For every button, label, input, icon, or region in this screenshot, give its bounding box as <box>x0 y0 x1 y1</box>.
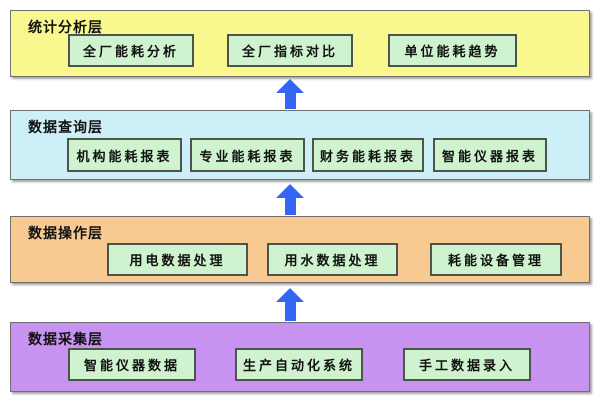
layer-data-collection: 数据采集层 智能仪器数据 生产自动化系统 手工数据录入 <box>10 322 590 392</box>
module-finance-energy-report: 财务能耗报表 <box>312 138 424 172</box>
module-label: 手工数据录入 <box>418 359 515 374</box>
module-org-energy-report: 机构能耗报表 <box>67 138 182 172</box>
module-label: 财务能耗报表 <box>319 149 416 165</box>
module-label: 用水数据处理 <box>284 254 381 269</box>
layer-label: 数据采集层 <box>28 332 103 348</box>
arrow-shaft <box>284 198 296 215</box>
module-specialty-energy-report: 专业能耗报表 <box>190 138 305 172</box>
arrow-head <box>276 79 304 93</box>
arrow-head <box>276 288 304 302</box>
layer-label: 数据查询层 <box>28 120 103 136</box>
up-arrow-icon <box>276 184 304 215</box>
module-label: 专业能耗报表 <box>199 149 296 165</box>
layer-data-query: 数据查询层 机构能耗报表 专业能耗报表 财务能耗报表 智能仪器报表 <box>10 110 590 180</box>
module-label: 耗能设备管理 <box>447 254 544 269</box>
arrow-shaft <box>284 93 296 109</box>
module-electricity-data-processing: 用电数据处理 <box>107 243 248 276</box>
layer-label: 数据操作层 <box>28 226 103 242</box>
up-arrow-icon <box>276 79 304 109</box>
module-label: 单位能耗趋势 <box>404 45 501 60</box>
arrow-shaft <box>284 302 296 321</box>
layer-statistics-analysis: 统计分析层 全厂能耗分析 全厂指标对比 单位能耗趋势 <box>10 10 590 77</box>
module-plant-indicator-comparison: 全厂指标对比 <box>227 34 353 67</box>
module-label: 智能仪器数据 <box>83 359 180 374</box>
module-energy-equipment-management: 耗能设备管理 <box>430 243 562 276</box>
module-production-automation-system: 生产自动化系统 <box>235 348 363 381</box>
module-label: 智能仪器报表 <box>441 149 538 165</box>
module-label: 用电数据处理 <box>129 254 226 269</box>
module-unit-energy-trend: 单位能耗趋势 <box>388 34 517 67</box>
layer-label: 统计分析层 <box>28 20 103 36</box>
module-label: 机构能耗报表 <box>76 149 173 165</box>
module-label: 全厂能耗分析 <box>82 45 179 60</box>
module-water-data-processing: 用水数据处理 <box>267 243 398 276</box>
module-label: 全厂指标对比 <box>241 45 338 60</box>
layer-data-operation: 数据操作层 用电数据处理 用水数据处理 耗能设备管理 <box>10 216 590 283</box>
module-label: 生产自动化系统 <box>242 359 355 374</box>
module-smart-meter-report: 智能仪器报表 <box>433 138 547 172</box>
module-manual-data-entry: 手工数据录入 <box>403 348 531 381</box>
arrow-head <box>276 184 304 198</box>
module-smart-meter-data: 智能仪器数据 <box>68 348 196 381</box>
up-arrow-icon <box>276 288 304 321</box>
module-plant-energy-analysis: 全厂能耗分析 <box>68 34 194 67</box>
